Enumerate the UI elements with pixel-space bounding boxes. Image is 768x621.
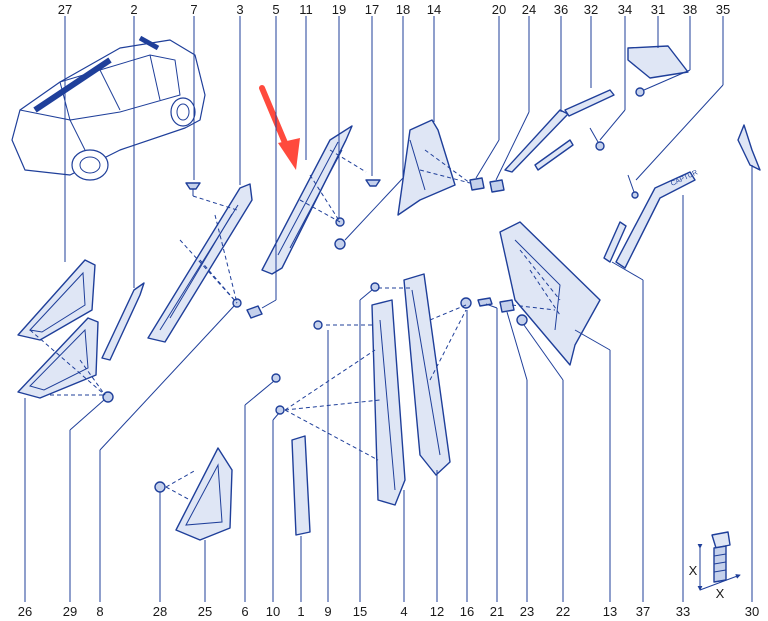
label-28: 28 <box>153 604 167 619</box>
part-17-screw <box>365 179 381 187</box>
label-32: 32 <box>584 2 598 17</box>
part-33-emblem-strip: CAPTUR <box>615 169 699 269</box>
part-11-door-trim <box>261 125 353 275</box>
label-30: 30 <box>745 604 759 619</box>
label-34: 34 <box>618 2 632 17</box>
label-4: 4 <box>400 604 407 619</box>
label-15: 15 <box>353 604 367 619</box>
label-38: 38 <box>683 2 697 17</box>
part-1-trim <box>291 435 311 536</box>
inset-axis-label-x2: X <box>716 586 725 601</box>
label-25: 25 <box>198 604 212 619</box>
top-labels: 27 2 7 3 5 11 19 17 18 14 20 24 36 32 34… <box>58 2 730 17</box>
part-21-screw <box>477 297 493 307</box>
label-23: 23 <box>520 604 534 619</box>
part-15-clip <box>370 282 380 292</box>
label-11: 11 <box>299 2 313 17</box>
part-5-clip <box>246 305 263 319</box>
part-24-strip <box>534 139 574 171</box>
part-27-quarter-window <box>17 259 96 341</box>
part-12-pillar-trim <box>403 273 451 476</box>
part-29-clip <box>102 391 114 403</box>
bottom-leader-lines <box>24 165 753 602</box>
bolt-detail-inset: X X <box>689 531 741 601</box>
label-33: 33 <box>676 604 690 619</box>
label-20: 20 <box>492 2 506 17</box>
highlight-arrow-icon <box>259 85 300 170</box>
part-38-clip <box>635 87 645 97</box>
label-18: 18 <box>396 2 410 17</box>
label-22: 22 <box>556 604 570 619</box>
part-9-clip <box>313 320 323 330</box>
part-20-clip <box>469 177 485 191</box>
part-6-clip <box>271 373 281 383</box>
label-10: 10 <box>266 604 280 619</box>
label-7: 7 <box>190 2 197 17</box>
part-3-pillar-trim <box>147 183 253 343</box>
label-2: 2 <box>130 2 137 17</box>
label-36: 36 <box>554 2 568 17</box>
part-23-clip <box>499 299 515 313</box>
part-30-cap <box>737 124 761 171</box>
label-16: 16 <box>460 604 474 619</box>
part-31-mirror-cover <box>627 45 689 79</box>
label-9: 9 <box>324 604 331 619</box>
part-7-screw <box>185 182 201 196</box>
label-24: 24 <box>522 2 536 17</box>
inset-axis-label-x1: X <box>689 563 698 578</box>
label-37: 37 <box>636 604 650 619</box>
part-28-clip <box>154 481 166 493</box>
part-2-trim-strip <box>101 282 145 361</box>
label-1: 1 <box>297 604 304 619</box>
label-3: 3 <box>236 2 243 17</box>
assembly-dashed-lines <box>29 149 561 501</box>
bottom-labels: 26 29 8 28 25 6 10 1 9 15 4 12 16 21 23 … <box>18 604 759 619</box>
part-26-quarter-window <box>17 317 99 399</box>
label-29: 29 <box>63 604 77 619</box>
part-4-pillar-trim <box>371 299 406 506</box>
label-14: 14 <box>427 2 441 17</box>
label-17: 17 <box>365 2 379 17</box>
label-26: 26 <box>18 604 32 619</box>
label-5: 5 <box>272 2 279 17</box>
label-35: 35 <box>716 2 730 17</box>
label-6: 6 <box>241 604 248 619</box>
label-21: 21 <box>490 604 504 619</box>
part-13-panel <box>499 221 601 366</box>
label-27: 27 <box>58 2 72 17</box>
part-34-screw <box>589 127 605 151</box>
label-12: 12 <box>430 604 444 619</box>
label-19: 19 <box>332 2 346 17</box>
part-24-clip <box>489 179 505 193</box>
label-8: 8 <box>96 604 103 619</box>
part-32-strip <box>564 89 615 117</box>
car-illustration <box>11 35 206 181</box>
part-14-bracket <box>397 119 456 216</box>
part-10-clip <box>275 405 285 415</box>
part-18-clip <box>334 238 346 250</box>
part-35-screw <box>627 174 639 199</box>
part-37-trim <box>603 221 627 263</box>
part-25-triangle-trim <box>175 447 233 541</box>
label-31: 31 <box>651 2 665 17</box>
label-13: 13 <box>603 604 617 619</box>
top-leader-lines <box>64 16 724 309</box>
part-22-clip <box>516 314 528 326</box>
